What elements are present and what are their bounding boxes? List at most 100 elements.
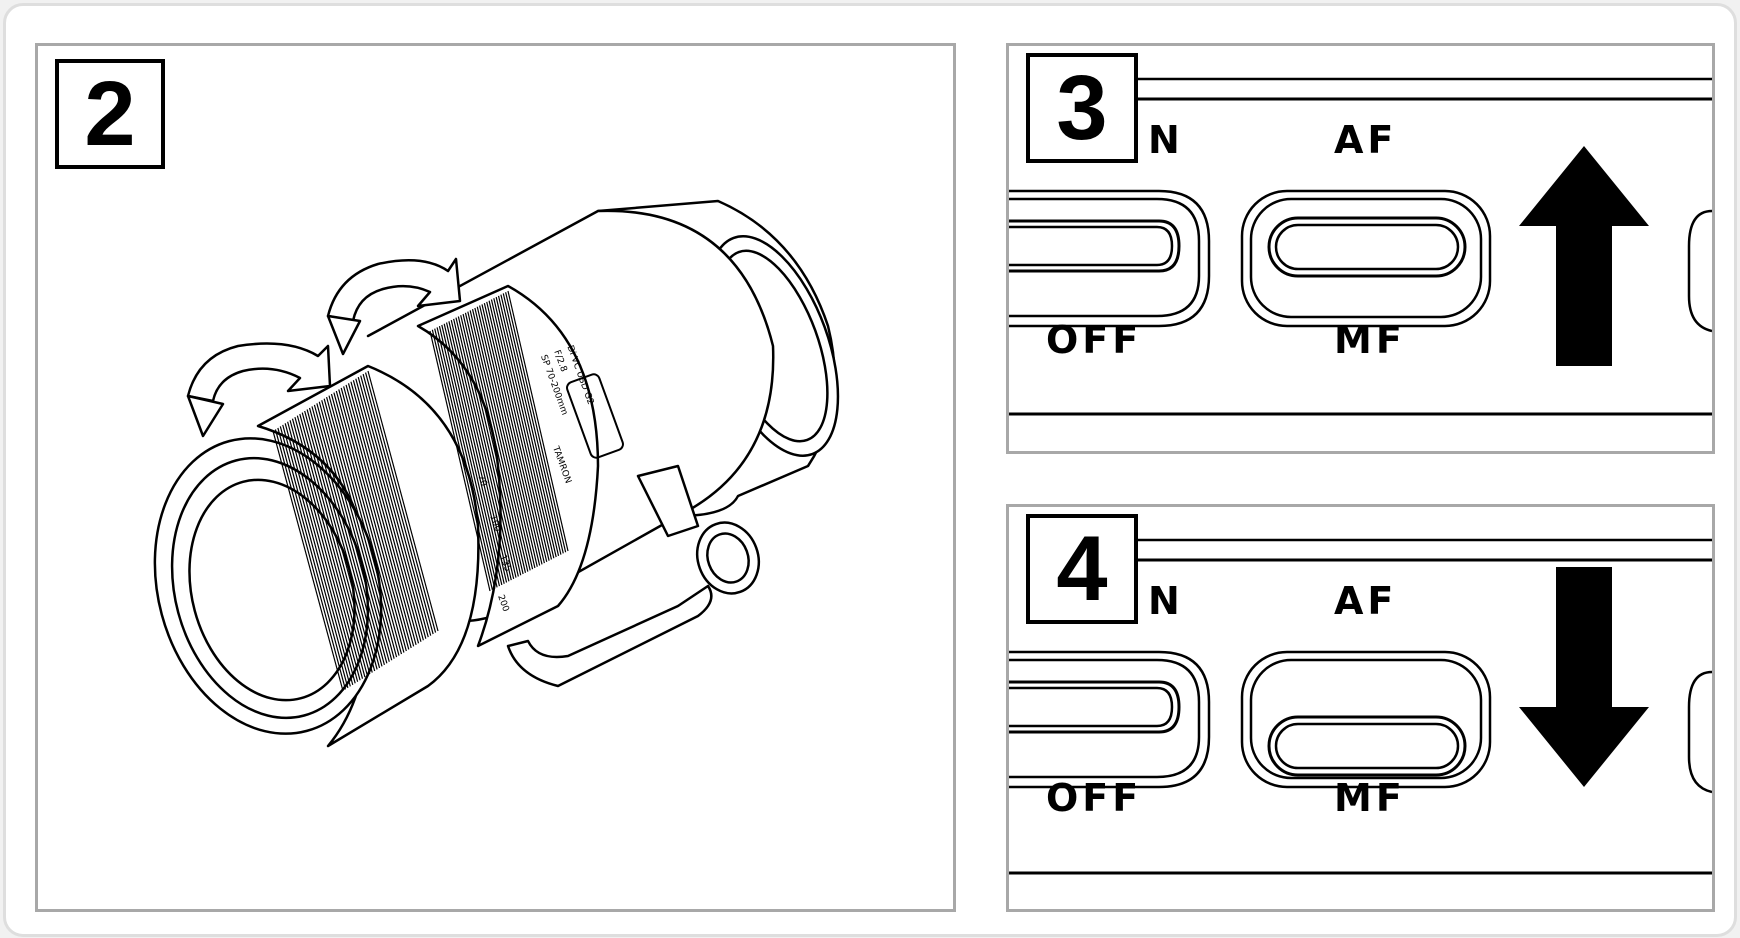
grip-line bbox=[476, 306, 538, 567]
arrow-up-icon bbox=[1519, 146, 1649, 366]
step-4-panel: 4 N AF OFF MF bbox=[1006, 504, 1715, 912]
grip-line bbox=[462, 313, 524, 575]
step-number: 3 bbox=[1026, 53, 1138, 163]
switch-label-af: AF bbox=[1334, 579, 1398, 623]
step-number: 4 bbox=[1026, 514, 1138, 624]
grip-line bbox=[335, 390, 407, 652]
grip-line bbox=[483, 302, 545, 564]
grip-line bbox=[308, 407, 381, 669]
grip-line bbox=[352, 380, 424, 641]
grip-line bbox=[294, 416, 366, 678]
on-off-switch-slot bbox=[1009, 219, 1181, 273]
af-mf-switch-knob bbox=[1267, 715, 1467, 777]
switch-label-partial: N bbox=[1148, 579, 1184, 623]
grip-line bbox=[436, 327, 498, 588]
grip-line bbox=[328, 395, 400, 656]
af-mf-switch-housing bbox=[1240, 650, 1492, 789]
grip-line bbox=[467, 311, 529, 572]
on-off-switch-slot bbox=[1009, 680, 1181, 734]
on-off-switch-housing bbox=[1009, 650, 1211, 789]
grip-line bbox=[362, 373, 434, 635]
tripod-knob bbox=[695, 521, 761, 595]
grip-line bbox=[457, 316, 519, 577]
grip-line bbox=[311, 406, 383, 667]
grip-line bbox=[460, 315, 522, 576]
grip-line bbox=[343, 386, 415, 647]
grip-line bbox=[445, 322, 508, 583]
grip-line bbox=[299, 413, 371, 675]
grip-line bbox=[347, 383, 420, 644]
grip-line bbox=[495, 296, 557, 558]
grip-line bbox=[296, 415, 368, 676]
switch-label-off: OFF bbox=[1046, 776, 1143, 820]
grip-line bbox=[507, 290, 569, 552]
grip-line bbox=[340, 387, 412, 649]
grip-line bbox=[500, 294, 562, 555]
lens-illustration: SP 70-200mm F/2.8 Di VC USD G2 TAMRON 70… bbox=[153, 199, 840, 748]
on-off-switch-housing bbox=[1009, 189, 1211, 328]
zoom-mark: 70 bbox=[475, 474, 488, 488]
grip-line bbox=[350, 381, 422, 642]
grip-line bbox=[474, 307, 536, 569]
grip-line bbox=[481, 304, 543, 565]
switch-label-af: AF bbox=[1334, 118, 1398, 162]
distance-scale-window bbox=[566, 373, 624, 459]
step-2-panel: 2 bbox=[35, 43, 956, 912]
grip-line bbox=[357, 376, 429, 638]
grip-line bbox=[316, 403, 388, 664]
front-element-inner bbox=[170, 456, 370, 720]
grip-line bbox=[493, 298, 555, 559]
grip-line bbox=[330, 393, 403, 655]
grip-line bbox=[486, 301, 548, 563]
grip-line bbox=[360, 375, 432, 636]
grip-line bbox=[443, 323, 505, 584]
grip-line bbox=[429, 330, 491, 592]
grip-line bbox=[434, 328, 496, 589]
grip-line bbox=[471, 309, 534, 570]
grip-line bbox=[279, 426, 351, 687]
grip-line bbox=[505, 292, 567, 553]
grip-line bbox=[448, 321, 510, 582]
grip-line bbox=[272, 430, 344, 692]
grip-line bbox=[326, 396, 398, 658]
arrow-down-icon bbox=[1519, 567, 1649, 787]
tripod-foot bbox=[506, 584, 713, 688]
grip-line bbox=[321, 400, 393, 661]
grip-line bbox=[274, 429, 347, 690]
grip-line bbox=[306, 409, 378, 670]
grip-line bbox=[364, 372, 437, 633]
grip-line bbox=[450, 319, 512, 581]
step-3-panel: 3 N AF OFF MF bbox=[1006, 43, 1715, 454]
grip-line bbox=[318, 401, 390, 662]
grip-line bbox=[323, 398, 395, 659]
front-element-outer bbox=[153, 437, 383, 735]
focus-switch-diagram bbox=[1009, 77, 1712, 416]
grip-line bbox=[287, 421, 359, 682]
grip-line bbox=[301, 412, 373, 673]
grip-line bbox=[502, 293, 564, 554]
step-number: 2 bbox=[55, 59, 165, 169]
focus-switch-diagram bbox=[1009, 538, 1712, 875]
grip-line bbox=[304, 410, 376, 672]
ring-grip-texture bbox=[272, 290, 569, 692]
grip-line bbox=[333, 392, 405, 653]
grip-line bbox=[453, 318, 515, 580]
grip-line bbox=[497, 295, 560, 556]
grip-line bbox=[431, 329, 493, 590]
grip-line bbox=[488, 300, 550, 561]
grip-line bbox=[469, 310, 531, 571]
grip-line bbox=[289, 420, 361, 681]
grip-line bbox=[479, 305, 541, 566]
grip-line bbox=[355, 378, 427, 639]
grip-line bbox=[282, 424, 354, 686]
switch-label-mf: MF bbox=[1334, 776, 1406, 820]
grip-line bbox=[441, 324, 503, 586]
grip-line bbox=[438, 326, 501, 587]
af-mf-switch-housing bbox=[1240, 189, 1492, 328]
grip-line bbox=[284, 423, 356, 684]
af-mf-switch-knob bbox=[1267, 216, 1467, 278]
grip-line bbox=[291, 418, 364, 679]
grip-line bbox=[464, 312, 527, 573]
switch-label-off: OFF bbox=[1046, 318, 1143, 362]
grip-line bbox=[490, 299, 553, 560]
